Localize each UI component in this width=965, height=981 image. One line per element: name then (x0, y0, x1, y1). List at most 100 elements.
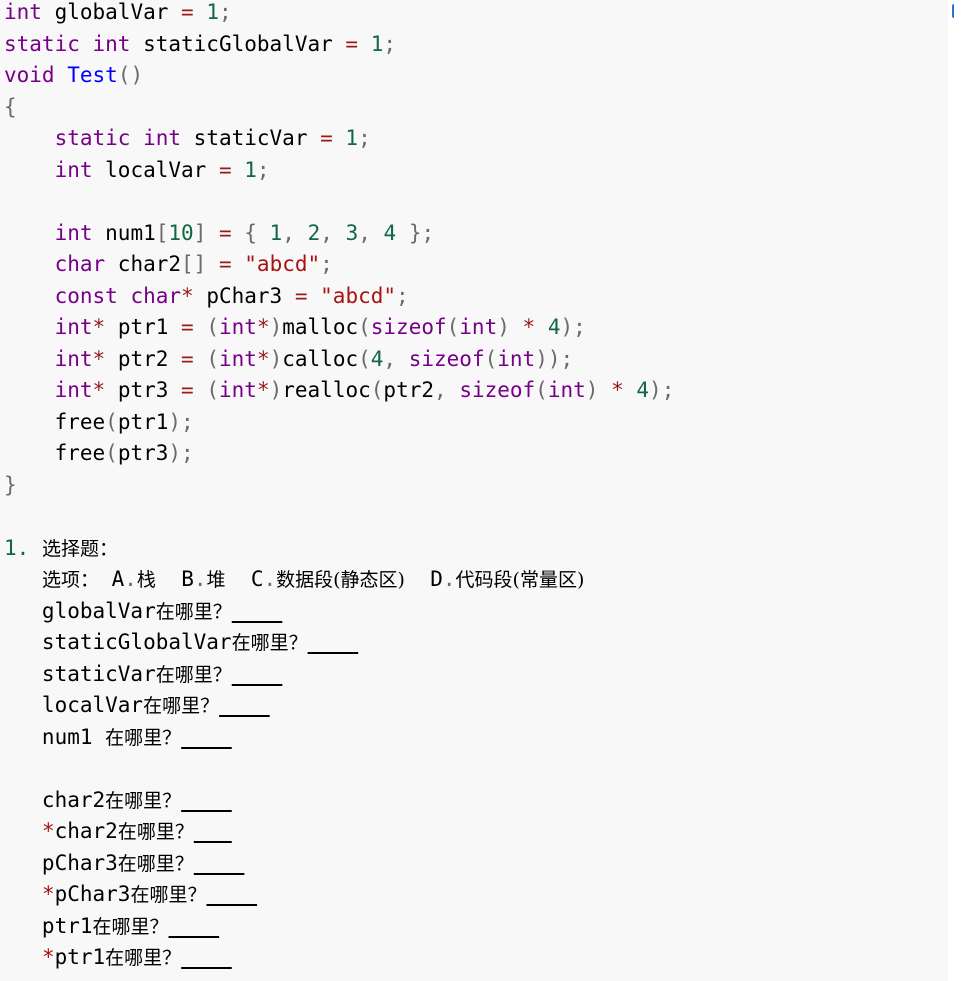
code-token-pl (194, 378, 207, 402)
code-token-num: 4 (636, 378, 650, 402)
code-token-blank (206, 882, 257, 906)
code-token-pl: staticVar (4, 661, 156, 686)
code-token-pun: ( (358, 315, 371, 339)
code-token-pl (295, 221, 308, 245)
code-line: char2在哪里？ (4, 785, 232, 815)
code-token-kw: int (459, 315, 498, 339)
code-token-kw: int (92, 31, 131, 56)
code-token-pl: ptr1 (117, 409, 169, 434)
code-token-pl (80, 32, 93, 56)
code-token-mark: 1. (4, 535, 30, 560)
code-token-blank (232, 662, 283, 686)
code-line: int num1[10] = { 1, 2, 3, 4 }; (4, 218, 435, 248)
code-token-pun: [] (181, 252, 207, 276)
code-token-pl: malloc (282, 315, 359, 339)
code-line: int* ptr3 = (int*)realloc(ptr2, sizeof(i… (4, 375, 675, 405)
code-token-pl (257, 221, 270, 245)
code-token-cjk: 选择题： (41, 537, 118, 560)
code-token-pun: ) (269, 346, 283, 371)
code-line: *char2在哪里？ (4, 816, 232, 846)
code-token-op: = (294, 283, 308, 308)
code-token-num: 1 (206, 0, 219, 24)
code-token-str: "abcd" (244, 252, 321, 276)
code-token-kw: int (143, 126, 182, 150)
code-token-cjk: 堆 (206, 569, 226, 591)
code-token-cjk: 数据段(静态区) (276, 569, 405, 591)
code-token-fn: Test (67, 63, 118, 87)
code-token-op: * (181, 283, 194, 308)
code-token-pun: ; (256, 157, 270, 182)
code-token-op: = (181, 315, 194, 339)
code-token-pun: ] (193, 220, 207, 245)
code-token-pl: char2 (4, 787, 106, 812)
code-token-op: * (92, 378, 106, 402)
code-token-pun: ); (168, 409, 194, 434)
code-token-kw: sizeof (370, 315, 447, 339)
code-token-op: = (219, 220, 232, 245)
code-token-pl (130, 126, 143, 150)
code-token-pun: . (263, 567, 277, 591)
code-token-op: * (522, 315, 536, 339)
code-token-cjk: 在哪里？ (105, 789, 182, 812)
code-token-pl (4, 347, 55, 371)
code-token-blank (219, 693, 270, 717)
code-token-kw: const (54, 283, 118, 308)
code-token-kw: char (54, 252, 106, 276)
code-token-pun: ; (218, 0, 232, 24)
code-line: static int staticVar = 1; (4, 123, 371, 153)
code-token-pun: ); (560, 315, 586, 339)
code-token-pl: pChar3 (54, 882, 131, 906)
code-line: 选项： A.栈 B.堆 C.数据段(静态区) D.代码段(常量区) (4, 564, 584, 594)
code-token-pl (535, 315, 548, 339)
code-token-pun: ( (370, 378, 384, 402)
code-token-pl: char2 (105, 252, 182, 276)
code-token-pun: ( (446, 315, 460, 339)
code-token-pl (371, 221, 384, 245)
code-token-blank (194, 819, 232, 843)
code-token-str: "abcd" (320, 283, 397, 308)
code-token-op: * (92, 315, 106, 339)
code-token-pun: ( (105, 441, 118, 465)
code-token-kw: int (547, 378, 586, 402)
code-token-cjk: 在哪里？ (143, 695, 220, 717)
code-token-pl: ptr3 (105, 378, 182, 402)
code-token-pl (4, 882, 42, 906)
code-token-pl: free (4, 409, 106, 434)
code-token-op: * (611, 378, 624, 402)
code-token-pl (396, 347, 409, 371)
code-line: localVar在哪里？ (4, 690, 270, 720)
code-token-pl (4, 945, 42, 969)
code-token-pl (4, 315, 55, 339)
code-token-op: = (320, 126, 333, 150)
code-token-num: 1 (345, 126, 359, 150)
code-token-pun: { (244, 220, 257, 245)
code-token-num: 10 (168, 220, 194, 245)
code-token-pun: } (4, 472, 17, 497)
code-token-pl: C (225, 567, 264, 591)
code-token-num: 3 (345, 220, 359, 245)
code-token-pl (4, 567, 42, 591)
code-token-pl: ptr3 (117, 441, 169, 465)
code-token-pl: num1 (92, 220, 156, 245)
code-token-pun: . (193, 567, 207, 591)
code-token-kw: static (4, 31, 80, 56)
code-token-pl: localVar (4, 693, 144, 717)
code-token-pl: staticGlobalVar (130, 31, 346, 56)
code-token-pun: ; (320, 252, 333, 276)
code-token-pl (4, 378, 55, 402)
code-token-pl: B (155, 567, 194, 591)
code-token-op: = (218, 157, 232, 182)
code-line: free(ptr1); (4, 407, 194, 437)
code-token-blank (232, 599, 283, 623)
code-token-pl (4, 819, 42, 843)
code-token-cjk: 选项： (41, 569, 99, 591)
code-token-num: 1 (269, 220, 283, 245)
code-token-pl: ptr2 (105, 346, 182, 371)
code-line: 1. 选择题： (4, 533, 118, 563)
code-token-pl: num1 (4, 724, 106, 749)
scrollbar[interactable] (948, 0, 965, 981)
code-token-pl (194, 347, 207, 371)
code-token-pun: , (358, 220, 371, 245)
code-token-blank (181, 945, 232, 969)
